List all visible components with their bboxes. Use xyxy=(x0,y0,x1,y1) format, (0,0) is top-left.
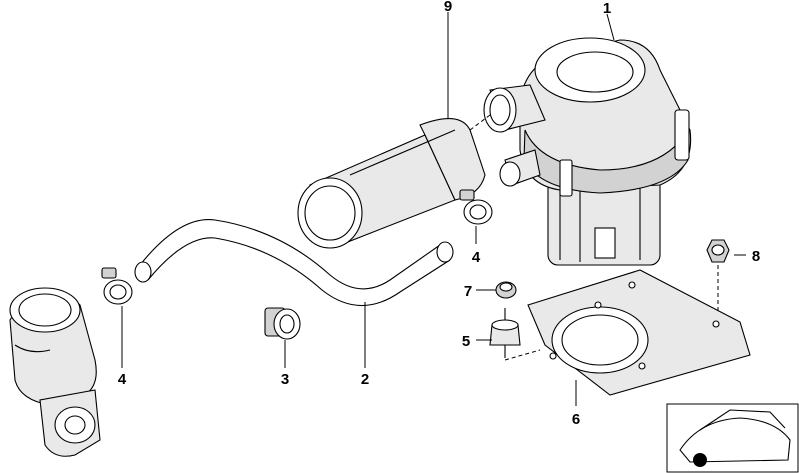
assembly-line xyxy=(504,349,541,361)
hose-clamp-right xyxy=(459,189,493,225)
mounting-bracket xyxy=(527,269,751,396)
callout-8: 8 xyxy=(752,248,760,265)
grommet xyxy=(264,307,301,340)
nut-7 xyxy=(495,281,517,299)
check-valve xyxy=(9,287,101,457)
callout-4-right: 4 xyxy=(472,249,481,266)
callout-9: 9 xyxy=(444,0,452,15)
car-overview-thumbnail xyxy=(666,403,799,473)
callout-6: 6 xyxy=(572,411,580,428)
rubber-hose xyxy=(134,219,454,307)
callout-5: 5 xyxy=(462,333,470,350)
hose-clamp-left xyxy=(101,267,133,305)
callout-2: 2 xyxy=(361,371,369,388)
callout-7: 7 xyxy=(464,283,472,300)
leader-lines xyxy=(121,12,746,406)
callout-1: 1 xyxy=(603,0,611,17)
connector-hose xyxy=(297,118,486,249)
air-pump xyxy=(483,37,692,266)
callout-4-left: 4 xyxy=(118,371,127,388)
rubber-mount xyxy=(489,308,521,358)
nut-8 xyxy=(706,239,730,263)
callout-3: 3 xyxy=(281,371,289,388)
location-marker xyxy=(693,453,707,467)
